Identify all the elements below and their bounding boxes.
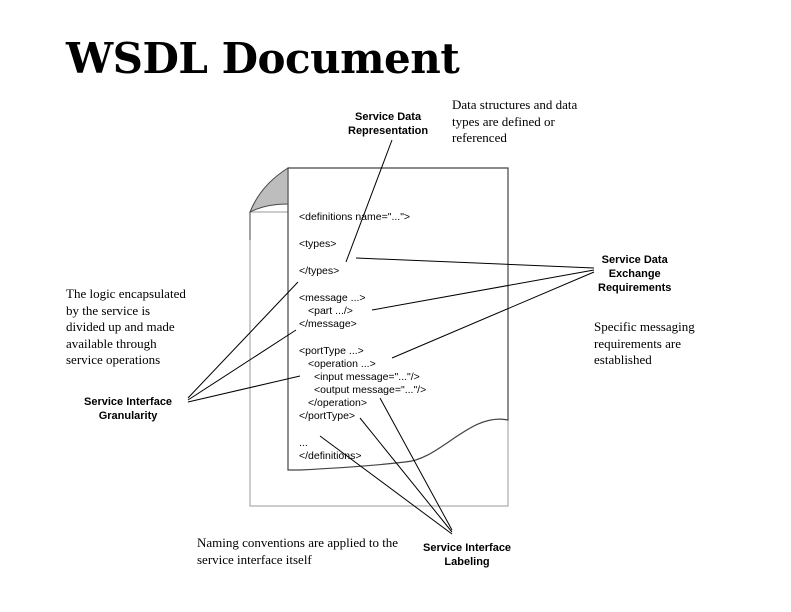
note-line: The logic encapsulated (66, 286, 186, 301)
label-line: Service Data (355, 111, 422, 123)
note-line: service operations (66, 352, 161, 367)
note-specific-messaging: Specific messaging requirements are esta… (594, 319, 695, 369)
connector-granularity-message (187, 281, 299, 399)
label-service-interface-labeling: Service Interface Labeling (423, 541, 511, 569)
note-line: by the service is (66, 302, 151, 318)
connector-representation-types (345, 139, 393, 263)
code-ellipsis: ... (299, 437, 308, 449)
page-title: WSDL Document (66, 34, 460, 83)
label-service-data-representation: Service Data Representation (348, 110, 428, 138)
code-definitions-close: </definitions> (299, 450, 362, 462)
code-operation-close: </operation> (308, 397, 367, 409)
note-naming-conventions: Naming conventions are applied to the se… (197, 535, 398, 568)
code-types-open: <types> (299, 238, 337, 250)
label-line: Labeling (444, 556, 490, 568)
code-message-close: </message> (299, 318, 357, 330)
connector-labeling-porttype (319, 435, 453, 535)
note-data-structures: Data structures and data types are defin… (452, 97, 577, 147)
document-front-page (287, 167, 509, 471)
note-line: referenced (452, 130, 507, 145)
code-porttype-close: </portType> (299, 410, 356, 422)
connector-granularity-operation (187, 375, 301, 403)
code-part: <part .../> (308, 305, 353, 317)
code-operation-open: <operation ...> (308, 358, 376, 370)
label-line: Requirements (598, 282, 672, 294)
document-curled-corner (249, 167, 289, 214)
connector-exchange-types (355, 257, 595, 269)
code-input-message: <input message="..."/> (314, 371, 420, 383)
connector-granularity-porttype (187, 329, 297, 401)
note-line: established (594, 352, 652, 367)
code-output-message: <output message="..."/> (314, 384, 427, 396)
connector-exchange-message (371, 269, 595, 311)
connector-labeling-operation (379, 397, 453, 531)
label-line: Granularity (98, 410, 158, 422)
label-line: Representation (348, 125, 429, 137)
connector-labeling-definitions (359, 417, 453, 533)
note-line: available through (66, 335, 157, 351)
code-types-close: </types> (299, 265, 340, 277)
label-line: Service Interface (423, 542, 512, 554)
label-line: Service Interface (84, 396, 173, 408)
code-definitions-open: <definitions name="..."> (299, 211, 411, 223)
note-logic-encapsulated: The logic encapsulated by the service is… (66, 286, 186, 369)
connector-exchange-porttype (391, 271, 595, 359)
label-line: Exchange (608, 268, 661, 280)
label-service-interface-granularity: Service Interface Granularity (84, 395, 172, 423)
note-line: requirements are (594, 335, 681, 351)
note-line: Specific messaging (594, 319, 695, 334)
code-message-open: <message ...> (299, 292, 366, 304)
note-line: types are defined or (452, 113, 555, 129)
note-line: divided up and made (66, 319, 175, 334)
label-line: Service Data (601, 254, 668, 266)
note-line: service interface itself (197, 551, 312, 567)
label-service-data-exchange: Service Data Exchange Requirements (598, 253, 671, 295)
code-porttype-open: <portType ...> (299, 345, 364, 357)
note-line: Data structures and data (452, 97, 578, 112)
note-line: Naming conventions are applied to the (197, 535, 399, 550)
